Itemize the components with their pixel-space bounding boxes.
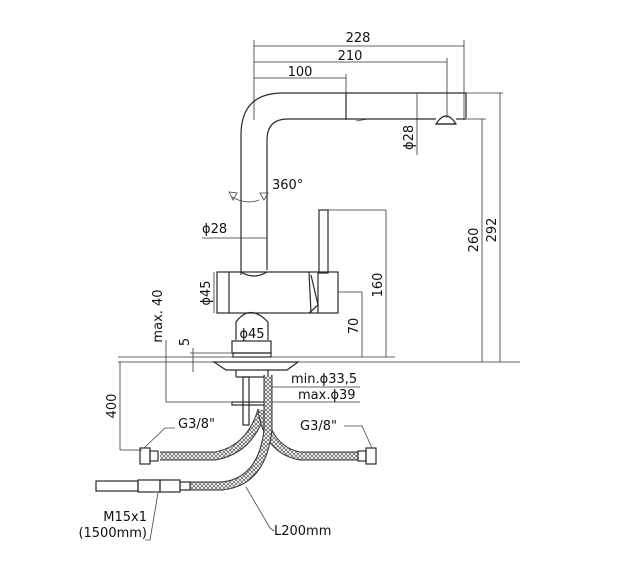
label-hole-min: min.ϕ33,5	[291, 372, 357, 387]
label-l200mm: L200mm	[274, 524, 331, 539]
pullout-hose	[95, 375, 273, 493]
label-228: 228	[346, 31, 371, 46]
dimension-5: 5	[178, 338, 232, 372]
label-m15x1: M15x1	[103, 510, 147, 525]
dimension-max-40: max. 40	[151, 289, 167, 402]
dimension-body-diameter: ϕ45	[199, 272, 215, 313]
label-hole-max: max.ϕ39	[298, 388, 356, 403]
label-210: 210	[338, 49, 363, 64]
spout	[240, 92, 467, 275]
mixer-body	[216, 271, 339, 340]
label-connection-right: G3/8"	[300, 419, 337, 434]
label-1500mm: (1500mm)	[78, 526, 147, 541]
dimension-400: 400	[105, 362, 142, 451]
label-rotation: 360°	[272, 178, 303, 193]
label-160: 160	[371, 273, 386, 298]
label-pullout-group: M15x1 (1500mm)	[78, 492, 159, 541]
rotation-indicator: 360°	[228, 178, 303, 203]
label-260: 260	[467, 228, 482, 253]
label-connection-left: G3/8"	[178, 417, 215, 432]
dimension-70: 70	[338, 291, 363, 357]
label-400: 400	[105, 394, 120, 419]
dimension-base-diameter: ϕ45	[239, 327, 264, 342]
label-5: 5	[178, 338, 193, 346]
lever-handle	[318, 209, 329, 274]
dimension-160: 160	[328, 209, 387, 357]
label-connection-left-group: G3/8"	[143, 417, 215, 449]
dimension-228: 228	[253, 31, 465, 120]
label-body-diameter: ϕ45	[199, 280, 214, 305]
dimension-260: 260	[466, 118, 486, 362]
label-base-diameter: ϕ45	[239, 327, 264, 342]
label-max-40: max. 40	[151, 289, 166, 342]
label-292: 292	[485, 218, 500, 243]
dimension-hole-max: max.ϕ39	[166, 388, 360, 403]
label-100: 100	[288, 65, 313, 80]
dimension-292: 292	[466, 92, 503, 362]
dimension-100: 100	[254, 65, 347, 120]
label-tube-diameter: ϕ28	[202, 222, 227, 237]
mixer-base	[231, 340, 272, 358]
label-70: 70	[347, 318, 362, 335]
dimension-210: 210	[254, 49, 448, 118]
dimension-spout-diameter: ϕ28	[402, 93, 418, 155]
label-spout-diameter: ϕ28	[402, 125, 417, 150]
label-hose-length-group: L200mm	[245, 486, 331, 539]
dimension-tube-diameter: ϕ28	[202, 222, 267, 239]
label-connection-right-group: G3/8"	[300, 419, 373, 449]
dimension-hole-min: min.ϕ33,5	[264, 372, 360, 388]
